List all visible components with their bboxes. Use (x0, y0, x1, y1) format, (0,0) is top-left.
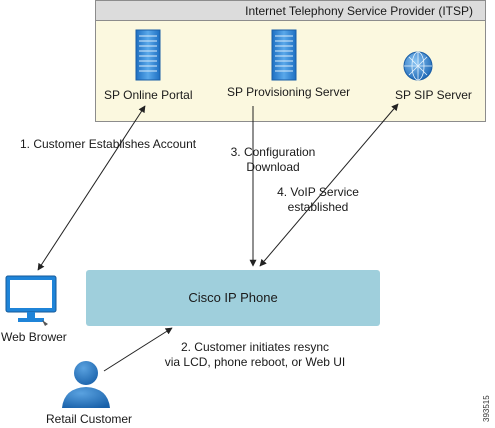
step3-line1: 3. Configuration (230, 145, 316, 159)
sip-server-label: SP SIP Server (395, 88, 472, 102)
arrow-step4 (259, 103, 399, 267)
arrow-step1 (37, 105, 146, 271)
monitor-icon (5, 275, 57, 326)
step2-label: 2. Customer initiates resync via LCD, ph… (150, 340, 360, 370)
step4-line1: 4. VoIP Service (277, 185, 359, 199)
web-browser-label: Web Brower (1, 330, 67, 344)
arrow-step2 (103, 327, 173, 372)
step1-label: 1. Customer Establishes Account (20, 137, 197, 151)
phone-label: Cisco IP Phone (188, 290, 278, 305)
step3-line2: Download (246, 160, 300, 174)
step2-line1: 2. Customer initiates resync (180, 340, 330, 354)
itsp-title: Internet Telephony Service Provider (ITS… (245, 4, 473, 18)
server-icon (135, 29, 161, 81)
figure-id: 393515 (482, 395, 491, 422)
retail-customer-label: Retail Customer (46, 412, 133, 426)
step3-label: 3. Configuration Download (218, 145, 328, 175)
cisco-ip-phone-box: Cisco IP Phone (86, 270, 380, 326)
step4-line2: established (287, 200, 349, 214)
provisioning-server-label: SP Provisioning Server (227, 85, 351, 99)
itsp-title-bar: Internet Telephony Service Provider (ITS… (95, 0, 486, 21)
step2-line2: via LCD, phone reboot, or Web UI (164, 355, 346, 369)
step4-label: 4. VoIP Service established (268, 185, 368, 215)
person-icon (62, 361, 110, 408)
server-icon (271, 29, 297, 81)
online-portal-label: SP Online Portal (104, 88, 193, 102)
globe-server-icon (403, 51, 433, 81)
